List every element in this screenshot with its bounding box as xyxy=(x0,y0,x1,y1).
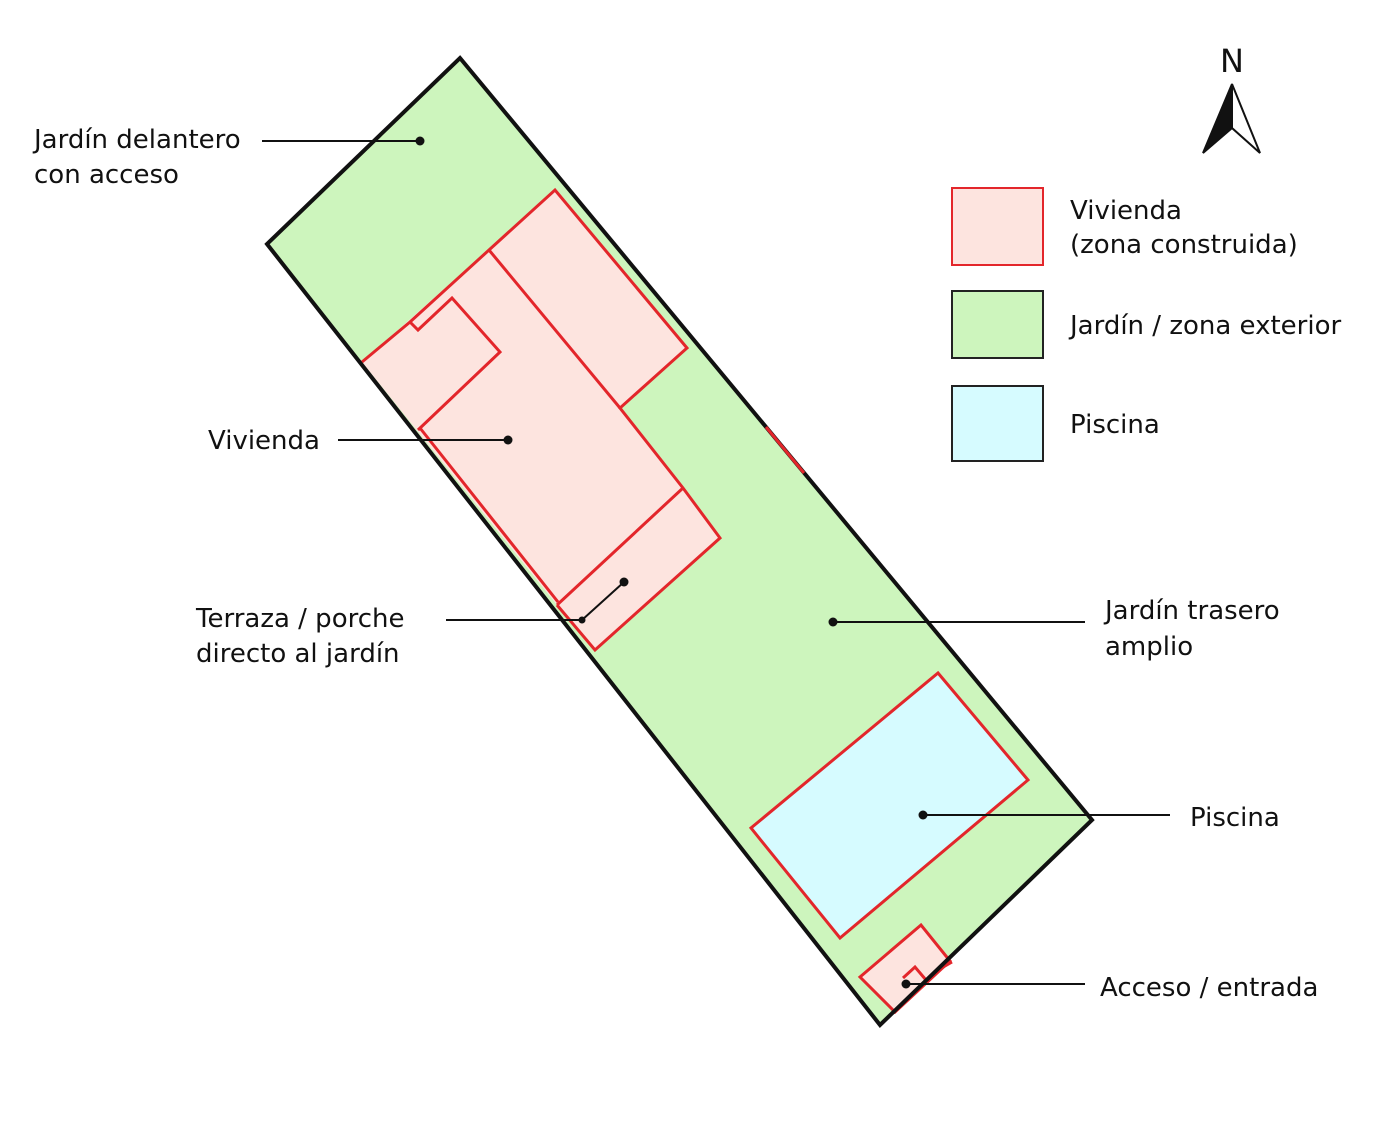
leader-dot xyxy=(619,577,629,587)
north-arrow-icon: N xyxy=(1202,42,1261,154)
leader-dot xyxy=(918,810,928,820)
house-small-room xyxy=(408,295,503,432)
entrance-notch xyxy=(901,964,928,981)
callout-entrance: Acceso / entrada xyxy=(901,973,1318,1003)
callout-back-garden-line2: amplio xyxy=(1105,632,1193,662)
legend-label-garden: Jardín / zona exterior xyxy=(1068,311,1341,341)
callout-back-garden-line1: Jardín trasero xyxy=(1103,596,1280,626)
callout-entrance-label: Acceso / entrada xyxy=(1100,973,1318,1003)
callout-front-garden-line1: Jardín delantero xyxy=(32,125,241,155)
callout-front-garden: Jardín delantero con acceso xyxy=(32,125,425,190)
leader-dot xyxy=(503,435,513,445)
leader-dot xyxy=(828,617,838,627)
house-left-wall xyxy=(418,427,560,603)
legend-swatch-pool xyxy=(951,385,1044,462)
legend-label-house-line2: (zona construida) xyxy=(1070,230,1298,260)
callout-house-label: Vivienda xyxy=(208,426,320,456)
house-footprint xyxy=(361,187,723,653)
legend: Vivienda (zona construida) Jardín / zona… xyxy=(951,187,1341,462)
callout-house: Vivienda xyxy=(208,426,513,456)
callout-pool: Piscina xyxy=(918,803,1280,833)
legend-item-pool: Piscina xyxy=(951,385,1160,462)
lot-boundary xyxy=(264,55,1095,1028)
house-outer-wall xyxy=(361,187,723,653)
pool xyxy=(748,670,1031,941)
callout-terrace-line1: Terraza / porche xyxy=(195,604,404,634)
legend-item-house: Vivienda (zona construida) xyxy=(951,187,1298,266)
callout-terrace-line2: directo al jardín xyxy=(196,639,400,669)
leader-dot xyxy=(415,136,425,146)
callout-terrace: Terraza / porche directo al jardín xyxy=(195,577,629,669)
terrace-divider xyxy=(555,486,685,607)
callout-back-garden: Jardín trasero amplio xyxy=(828,596,1280,662)
north-label: N xyxy=(1220,42,1244,80)
legend-label-house-line1: Vivienda xyxy=(1070,196,1182,226)
legend-item-garden: Jardín / zona exterior xyxy=(951,290,1341,359)
boundary-red-segment xyxy=(764,426,806,474)
legend-swatch-garden xyxy=(951,290,1044,359)
legend-swatch-house xyxy=(951,187,1044,266)
callout-pool-label: Piscina xyxy=(1190,803,1280,833)
entrance-fill xyxy=(857,922,953,1015)
house-upper-block-divider xyxy=(487,249,622,409)
leader-dot xyxy=(901,979,911,989)
north-arrow-left-half xyxy=(1202,83,1233,154)
leader-dot xyxy=(578,616,586,624)
legend-label-pool: Piscina xyxy=(1070,410,1160,440)
callout-front-garden-line2: con acceso xyxy=(34,160,179,190)
north-arrow-right-half xyxy=(1231,83,1261,154)
